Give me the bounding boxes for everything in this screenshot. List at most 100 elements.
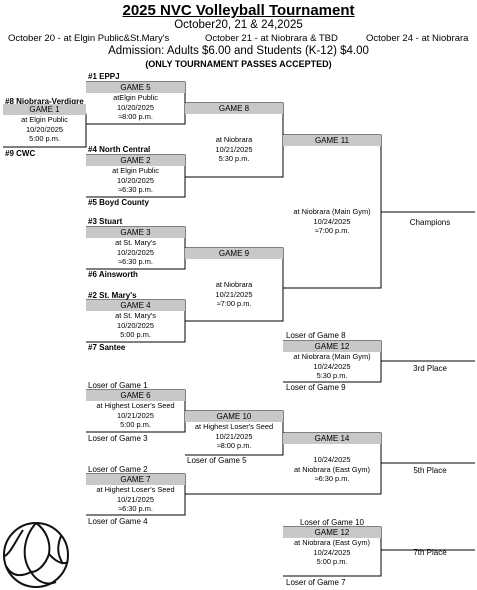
loser-game-3: Loser of Game 3 (88, 434, 148, 443)
game-10-time: ≈8:00 p.m. (216, 441, 252, 450)
game-10-date: 10/21/2025 (215, 431, 253, 441)
loser-game-1: Loser of Game 1 (88, 381, 148, 390)
game-11-card: GAME 11 at Niobrara (Main Gym) 10/24/202… (283, 135, 381, 236)
game-9-card: GAME 9 at Niobrara 10/21/2025 ≈7:00 p.m. (185, 248, 283, 309)
game-5-date: 10/20/2025 (117, 102, 154, 112)
game-1-date: 10/20/2025 (26, 124, 63, 134)
game-3-time: ≈6:30 p.m. (118, 257, 153, 266)
game-7-location: at Highest Loser's Seed (96, 485, 175, 494)
game-14-location: at Niobrara (East Gym) (294, 464, 370, 474)
game-14-time: ≈6:30 p.m. (314, 474, 350, 483)
team-seed-5: #5 Boyd County (88, 198, 149, 207)
game-12-east-date: 10/24/2025 (313, 547, 351, 557)
game-12-east-card: GAME 12 at Niobrara (East Gym) 10/24/202… (283, 527, 381, 567)
game-12-main-label: GAME 12 (283, 341, 381, 352)
game-10-card: GAME 10 at Highest Loser's Seed 10/21/20… (185, 411, 283, 451)
game-8-location: at Niobrara (215, 135, 253, 144)
team-seed-4: #4 North Central (88, 145, 151, 154)
game-5-location: atElgin Public (113, 93, 158, 102)
game-6-time: 5:00 p.m. (120, 420, 151, 429)
volleyball-icon (3, 522, 69, 588)
game-4-time: 5:00 p.m. (120, 330, 151, 339)
game-10-location: at Highest Loser's Seed (194, 422, 274, 431)
game-7-time: ≈6:30 p.m. (118, 504, 153, 513)
game-4-label: GAME 4 (86, 300, 185, 311)
game-8-card: GAME 8 at Niobrara 10/21/2025 5:30 p.m. (185, 103, 283, 164)
fifth-place-label: 5th Place (413, 466, 447, 475)
game-14-date: 10/24/2025 (313, 455, 351, 464)
game-1-location: at Elgin Public (21, 115, 68, 124)
game-1-label: GAME 1 (3, 104, 86, 115)
game-4-date: 10/20/2025 (117, 320, 154, 330)
game-12-main-card: GAME 12 at Niobrara (Main Gym) 10/24/202… (283, 341, 381, 381)
game-10-label: GAME 10 (185, 411, 283, 422)
game-2-date: 10/20/2025 (117, 175, 154, 185)
game-9-time: ≈7:00 p.m. (216, 299, 252, 308)
loser-game-2: Loser of Game 2 (88, 465, 148, 474)
game-5-card: GAME 5 atElgin Public 10/20/2025 ≈8:00 p… (86, 82, 185, 122)
game-7-label: GAME 7 (86, 474, 185, 485)
passes-note: (ONLY TOURNAMENT PASSES ACCEPTED) (145, 59, 332, 69)
game-8-date: 10/21/2025 (215, 144, 253, 154)
team-seed-3: #3 Stuart (88, 217, 123, 226)
location-oct24: October 24 - at Niobrara (366, 33, 469, 44)
game-3-card: GAME 3 at St. Mary's 10/20/2025 ≈6:30 p.… (86, 227, 185, 267)
team-seed-9: #9 CWC (5, 149, 36, 158)
loser-game-9: Loser of Game 9 (286, 383, 346, 392)
game-12-east-location: at Niobrara (East Gym) (294, 538, 370, 547)
game-4-card: GAME 4 at St. Mary's 10/20/2025 5:00 p.m… (86, 300, 185, 340)
game-7-date: 10/21/2025 (117, 494, 154, 504)
third-place-label: 3rd Place (413, 364, 447, 373)
game-9-location: at Niobrara (215, 280, 253, 289)
game-12-main-time: 5:30 p.m. (316, 371, 348, 380)
game-7-card: GAME 7 at Highest Loser's Seed 10/21/202… (86, 474, 185, 514)
game-11-label: GAME 11 (283, 135, 381, 146)
game-6-card: GAME 6 at Highest Loser's Seed 10/21/202… (86, 390, 185, 430)
game-3-date: 10/20/2025 (117, 247, 154, 257)
game-1-time: 5:00 p.m. (29, 134, 60, 143)
loser-game-7: Loser of Game 7 (286, 578, 346, 587)
game-11-location: at Niobrara (Main Gym) (293, 207, 371, 216)
location-oct21: October 21 - at Niobrara & TBD (205, 33, 338, 44)
loser-game-4: Loser of Game 4 (88, 517, 148, 526)
game-12-main-date: 10/24/2025 (313, 361, 351, 371)
game-6-date: 10/21/2025 (117, 410, 154, 420)
game-8-time: 5:30 p.m. (218, 154, 250, 163)
game-2-time: ≈6:30 p.m. (118, 185, 153, 194)
game-12-east-time: 5:00 p.m. (316, 557, 348, 566)
game-3-label: GAME 3 (86, 227, 185, 238)
game-5-time: ≈8:00 p.m. (118, 112, 153, 121)
loser-game-5: Loser of Game 5 (187, 456, 247, 465)
game-6-label: GAME 6 (86, 390, 185, 401)
team-seed-7: #7 Santee (88, 343, 126, 352)
game-14-label: GAME 14 (283, 433, 381, 444)
game-12-east-label: GAME 12 (283, 527, 381, 538)
game-5-label: GAME 5 (86, 82, 185, 93)
game-4-location: at St. Mary's (115, 311, 156, 320)
seventh-place-label: 7th Place (413, 548, 447, 557)
game-2-card: GAME 2 at Elgin Public 10/20/2025 ≈6:30 … (86, 155, 185, 195)
tournament-dates: October20, 21 & 24,2025 (174, 19, 303, 31)
game-11-date: 10/24/2025 (313, 216, 351, 226)
game-1-card: GAME 1 at Elgin Public 10/20/2025 5:00 p… (3, 104, 86, 144)
game-6-location: at Highest Loser's Seed (96, 401, 175, 410)
game-9-label: GAME 9 (185, 248, 283, 259)
game-2-location: at Elgin Public (112, 166, 159, 175)
game-14-card: GAME 14 10/24/2025 at Niobrara (East Gym… (283, 433, 381, 484)
team-seed-1: #1 EPPJ (88, 72, 120, 81)
team-seed-6: #6 Ainsworth (88, 270, 138, 279)
champions-label: Champions (409, 218, 451, 227)
loser-game-8: Loser of Game 8 (286, 331, 346, 340)
loser-game-10: Loser of Game 10 (299, 518, 365, 527)
game-2-label: GAME 2 (86, 155, 185, 166)
team-seed-2: #2 St. Mary's (88, 291, 137, 300)
page-title: 2025 NVC Volleyball Tournament (122, 2, 355, 19)
game-12-main-location: at Niobrara (Main Gym) (293, 352, 371, 361)
admission-text: Admission: Adults $6.00 and Students (K-… (108, 45, 369, 57)
game-11-time: ≈7:00 p.m. (314, 226, 350, 235)
game-9-date: 10/21/2025 (215, 289, 253, 299)
game-3-location: at St. Mary's (115, 238, 156, 247)
location-oct20: October 20 - at Elgin Public&St.Mary's (8, 33, 170, 44)
game-8-label: GAME 8 (185, 103, 283, 114)
team-seed-8: #8 Niobrara-Verdigre (5, 97, 84, 106)
